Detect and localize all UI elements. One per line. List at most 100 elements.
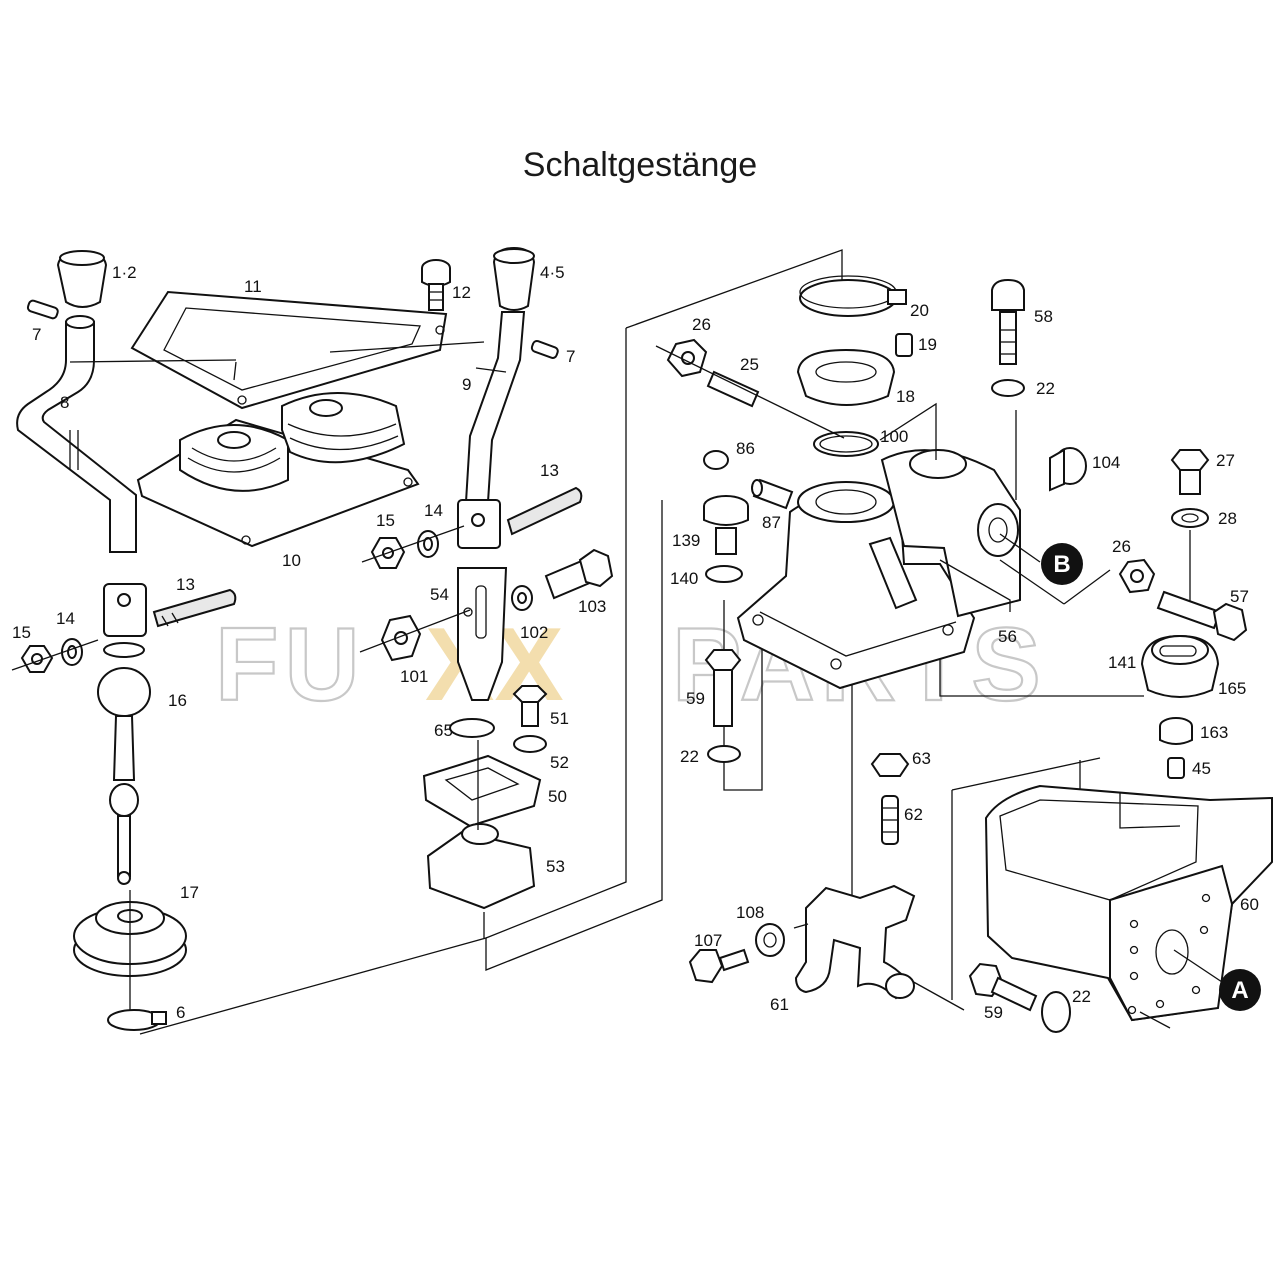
label-108: 108 xyxy=(736,903,764,922)
lower-lever xyxy=(457,567,508,701)
bent-lever-left xyxy=(16,321,137,553)
stud-25 xyxy=(706,370,760,408)
label-20: 20 xyxy=(910,301,929,320)
shift-rod-upper xyxy=(112,715,136,781)
watermark-left: FU xyxy=(215,607,366,723)
label-12: 12 xyxy=(452,283,471,302)
taper-pin-middle xyxy=(506,486,583,536)
label-165: 165 xyxy=(1218,679,1246,698)
label-54: 54 xyxy=(430,585,449,604)
washer-28 xyxy=(1171,508,1209,528)
page-title: Schaltgestänge xyxy=(522,146,758,184)
shift-rod-ball xyxy=(109,783,139,817)
ball-joint xyxy=(97,667,151,717)
label-16: 16 xyxy=(168,691,187,710)
bent-lever-middle xyxy=(464,311,526,503)
label-56: 56 xyxy=(998,627,1017,646)
label-27: 27 xyxy=(1216,451,1235,470)
label-100: 100 xyxy=(880,427,908,446)
label-22-mid: 22 xyxy=(680,747,699,766)
label-14-left: 14 xyxy=(56,609,75,628)
shift-rod-lower xyxy=(117,815,131,877)
callout-a-badge xyxy=(1219,969,1261,1011)
label-22-lower: 22 xyxy=(1072,987,1091,1006)
label-15-middle: 15 xyxy=(376,511,395,530)
lock-washer-22 xyxy=(1041,991,1071,1033)
label-45: 45 xyxy=(1192,759,1211,778)
label-14-middle: 14 xyxy=(424,501,443,520)
bolt-59-upper-head xyxy=(704,649,742,671)
washer-52 xyxy=(513,735,547,753)
washer-140 xyxy=(705,565,743,583)
label-19: 19 xyxy=(918,335,937,354)
pin-middle xyxy=(530,339,559,359)
label-25: 25 xyxy=(740,355,759,374)
label-28: 28 xyxy=(1218,509,1237,528)
label-163: 163 xyxy=(1200,723,1228,742)
spring-45 xyxy=(1167,757,1185,779)
label-52: 52 xyxy=(550,753,569,772)
bolt-58-head xyxy=(991,278,1025,311)
label-59-upper: 59 xyxy=(686,689,705,708)
callout-b-badge xyxy=(1041,543,1083,585)
label-61: 61 xyxy=(770,995,789,1014)
label-7-left: 7 xyxy=(32,325,41,344)
bolt-107-head xyxy=(688,949,724,984)
label-140: 140 xyxy=(670,569,698,588)
part-number-labels: 1·2 7 8 11 12 10 4·5 7 9 13 14 15 54 101… xyxy=(12,263,1259,1022)
label-58: 58 xyxy=(1034,307,1053,326)
label-57: 57 xyxy=(1230,587,1249,606)
label-107: 107 xyxy=(694,931,722,950)
label-60: 60 xyxy=(1240,895,1259,914)
label-26-upper: 26 xyxy=(692,315,711,334)
clevis-left-hole xyxy=(117,593,131,607)
label-6: 6 xyxy=(176,1003,185,1022)
bolt-57-shank xyxy=(1156,590,1222,630)
label-87: 87 xyxy=(762,513,781,532)
nut-108 xyxy=(755,923,785,957)
label-51: 51 xyxy=(550,709,569,728)
bolt-103-head xyxy=(578,548,614,588)
lever-left-socket xyxy=(65,315,95,329)
seat-ring-18 xyxy=(796,348,896,406)
label-104: 104 xyxy=(1092,453,1120,472)
label-11: 11 xyxy=(244,277,262,296)
label-63: 63 xyxy=(912,749,931,768)
label-62: 62 xyxy=(904,805,923,824)
label-17: 17 xyxy=(180,883,199,902)
label-59-lower: 59 xyxy=(984,1003,1003,1022)
callout-a: A xyxy=(1231,977,1248,1004)
label-53: 53 xyxy=(546,857,565,876)
label-65: 65 xyxy=(434,721,453,740)
nut-63 xyxy=(870,753,910,777)
label-103: 103 xyxy=(578,597,606,616)
ball-joint-collar xyxy=(103,642,145,658)
label-102: 102 xyxy=(520,623,548,642)
label-13-middle: 13 xyxy=(540,461,559,480)
label-22-upper: 22 xyxy=(1036,379,1055,398)
washer-22-mid xyxy=(707,745,741,763)
gearshift-housing-assembly: B xyxy=(655,275,1273,1033)
label-26-lower: 26 xyxy=(1112,537,1131,556)
label-15-left: 15 xyxy=(12,623,31,642)
label-18: 18 xyxy=(896,387,915,406)
label-7-middle: 7 xyxy=(566,347,575,366)
label-4-5: 4·5 xyxy=(540,263,565,282)
shift-knob-left-top xyxy=(59,250,105,266)
label-1-2: 1·2 xyxy=(112,263,137,282)
cover-plate xyxy=(69,290,485,410)
label-141: 141 xyxy=(1108,653,1136,672)
label-101: 101 xyxy=(400,667,428,686)
bolt-27-head xyxy=(1170,449,1210,471)
label-86: 86 xyxy=(736,439,755,458)
bolt-12 xyxy=(421,259,451,311)
clevis-left xyxy=(103,583,147,637)
shift-fork-61 xyxy=(794,884,916,1000)
plug-86 xyxy=(703,450,729,470)
washer-22-upper xyxy=(991,379,1025,397)
label-10: 10 xyxy=(282,551,301,570)
left-shift-lever-assembly xyxy=(11,250,237,1031)
circlip-65 xyxy=(449,718,495,738)
